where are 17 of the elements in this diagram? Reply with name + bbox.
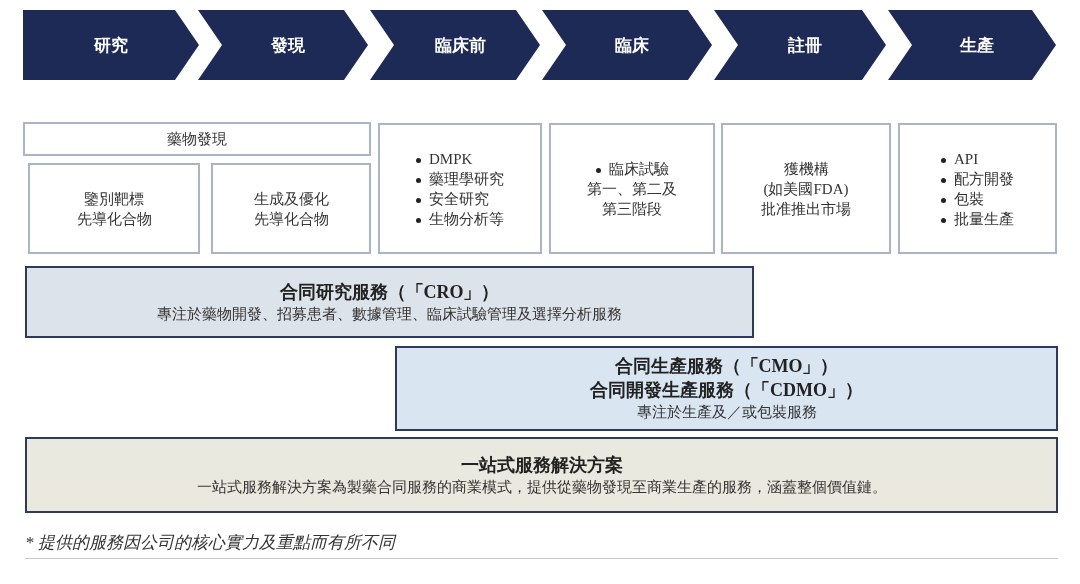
service-box: 鑒別靶標 先導化合物 (28, 163, 200, 254)
stage-banner: 臨床前 (370, 10, 540, 80)
footnote: * 提供的服務因公司的核心實力及重點而有所不同 (25, 532, 395, 554)
service-band: 合同研究服務（「CRO」） 專注於藥物開發、招募患者、數據管理、臨床試驗管理及選擇分析服務 (25, 266, 754, 338)
stage-banner: 生產 (888, 10, 1056, 80)
stage-banner: 發現 (198, 10, 368, 80)
service-band: 合同生產服務（「CMO」） 合同開發生產服務（「CDMO」） 專注於生產及／或包裝服務 (395, 346, 1058, 431)
service-box: 藥物發現 (23, 122, 371, 156)
stage-banner: 臨床 (542, 10, 712, 80)
service-band: 一站式服務解決方案 一站式服務解決方案為製藥合同服務的商業模式，提供從藥物發現至商業生產的服務，涵蓋整個價值鏈。 (25, 437, 1058, 513)
service-box: API 配方開發 包裝 批量生產 (898, 123, 1057, 254)
service-box: 獲機構 (如美國FDA) 批准推出市場 (721, 123, 891, 254)
service-box: 臨床試驗 第一、第二及第三階段 (549, 123, 715, 254)
service-box: DMPK 藥理學研究 安全研究 生物分析等 (378, 123, 542, 254)
stage-banner: 註冊 (714, 10, 886, 80)
stage-banner: 研究 (23, 10, 199, 80)
service-box: 生成及優化 先導化合物 (211, 163, 371, 254)
